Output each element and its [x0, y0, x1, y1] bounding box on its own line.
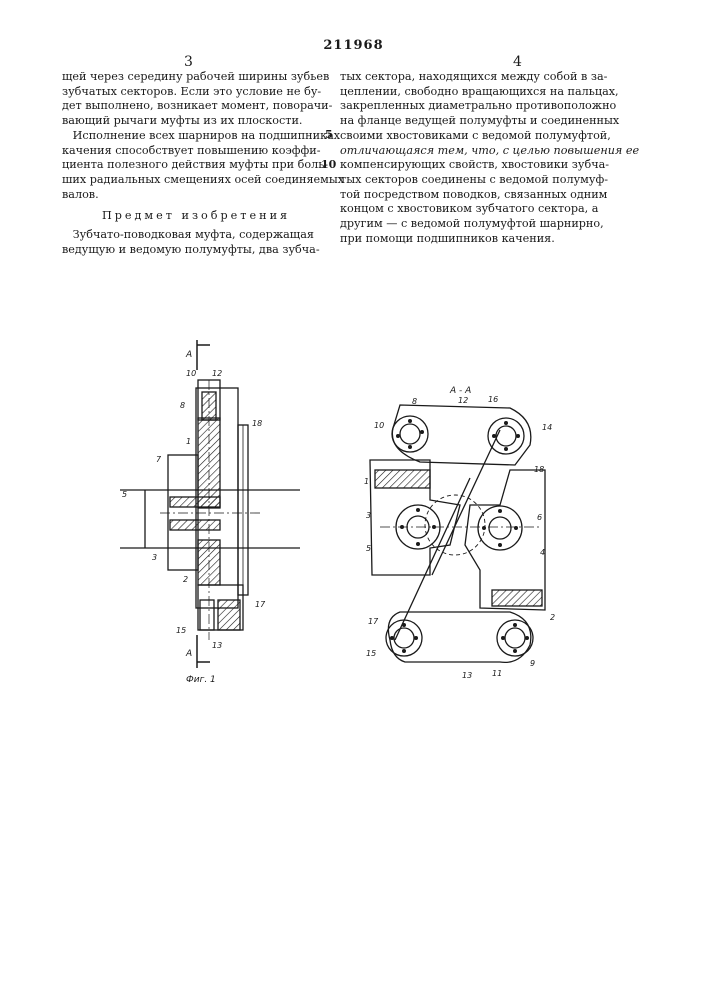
label: 15 — [366, 649, 376, 658]
label: 18 — [252, 419, 262, 428]
label: 14 — [542, 423, 552, 432]
label: 10 — [374, 421, 384, 430]
label: 18 — [534, 465, 544, 474]
label: 9 — [530, 659, 535, 668]
side-section-view — [120, 340, 300, 668]
label: 13 — [212, 641, 222, 650]
label: 17 — [255, 600, 266, 609]
label: 17 — [368, 617, 379, 626]
label: 16 — [488, 395, 498, 404]
label: 8 — [412, 397, 417, 406]
label: 4 — [540, 548, 545, 557]
label: 13 — [462, 671, 472, 680]
label: 3 — [152, 553, 157, 562]
label: 12 — [458, 396, 468, 405]
label: 5 — [122, 490, 127, 499]
label: 10 — [186, 369, 196, 378]
label: 7 — [156, 455, 162, 464]
label: 12 — [212, 369, 222, 378]
label: 2 — [550, 613, 555, 622]
section-title: А - А — [449, 386, 471, 396]
label: 1 — [186, 437, 191, 446]
cross-section-view — [370, 405, 545, 662]
label: 2 — [183, 575, 188, 584]
section-mark-bottom: А — [185, 649, 192, 659]
label: 3 — [366, 511, 371, 520]
label: 8 — [180, 401, 185, 410]
section-mark-top: А — [185, 350, 192, 360]
label: 6 — [537, 513, 542, 522]
label: 1 — [364, 477, 369, 486]
label: 15 — [176, 626, 186, 635]
label: 11 — [492, 669, 502, 678]
figure-caption: Фиг. 1 — [186, 675, 216, 685]
label: 5 — [366, 544, 371, 553]
